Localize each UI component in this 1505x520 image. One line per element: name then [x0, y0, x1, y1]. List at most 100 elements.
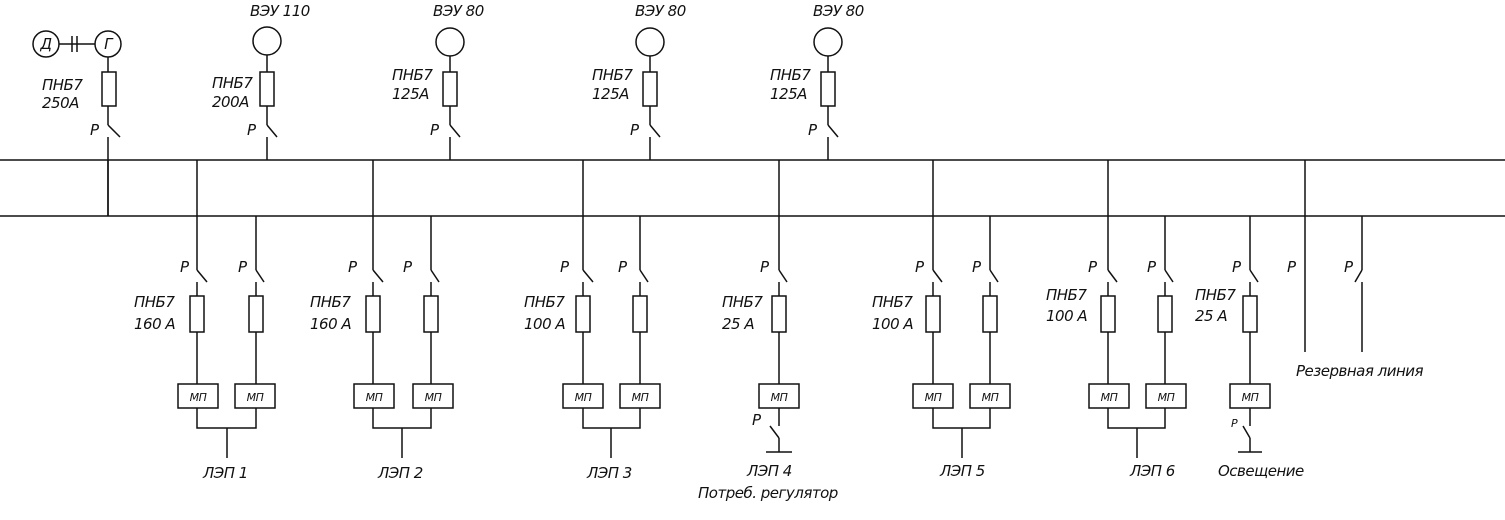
- feeder-lep-1: МП МП Р Р ПНБ7 160 А ЛЭП 1: [134, 216, 276, 482]
- fuse-label-line2: 100 А: [1046, 307, 1087, 325]
- fuse-symbol: [1100, 295, 1116, 333]
- line-label: ЛЭП 5: [939, 462, 985, 480]
- motor-starter-label: МП: [632, 391, 649, 404]
- source-wind-1: ВЭУ 110 ПНБ7 200А Р: [212, 2, 310, 160]
- fuse-label-line2: 125А: [392, 85, 429, 103]
- source-label: ВЭУ 80: [433, 2, 484, 20]
- fuse-label-line2: 200А: [212, 93, 249, 111]
- fuse-label-line2: 125А: [592, 85, 629, 103]
- switch-label: Р: [618, 258, 628, 276]
- fuse-symbol: [925, 295, 941, 333]
- switch-symbol: [778, 269, 788, 283]
- fuse-symbol: [820, 71, 836, 107]
- fuse-label-line1: ПНБ7: [872, 293, 913, 311]
- switch-label: Р: [1147, 258, 1157, 276]
- switch-symbol: [266, 124, 278, 138]
- fuse-symbol: [632, 295, 648, 333]
- fuse-symbol: [982, 295, 998, 333]
- fuse-label-line2: 100 А: [524, 315, 565, 333]
- bus-ties: [107, 160, 1306, 216]
- fuse-symbol: [248, 295, 264, 333]
- line-label: Освещение: [1218, 462, 1304, 480]
- motor-starter-label: МП: [247, 391, 264, 404]
- fuse-label-line2: 25 А: [1195, 307, 1227, 325]
- motor-starter-label: МП: [925, 391, 942, 404]
- feeder-lighting: МП Р Р ПНБ7 25 А Освещение: [1195, 216, 1305, 480]
- switch-label: Р: [180, 258, 190, 276]
- diesel-engine-label: Д: [39, 35, 52, 53]
- switch-label: Р: [90, 121, 100, 139]
- fuse-label-line2: 160 А: [134, 315, 175, 333]
- switch-label: Р: [247, 121, 257, 139]
- feeder-lep-5: МП МП Р Р ПНБ7 100 А ЛЭП 5: [872, 216, 1011, 480]
- switch-label: Р: [1287, 258, 1297, 276]
- switch-label: Р: [760, 258, 770, 276]
- source-diesel-generator: Д Г ПНБ7 250А Р: [32, 30, 122, 216]
- motor-starter-label: МП: [190, 391, 207, 404]
- feeder-lep-4: МП Р Р ПНБ7 25 А ЛЭП 4 Потреб. регулятор: [698, 216, 838, 502]
- line-label: ЛЭП 1: [202, 464, 248, 482]
- motor-starter-label: МП: [1158, 391, 1175, 404]
- switch-label-small: Р: [1231, 417, 1238, 430]
- fuse-label-line1: ПНБ7: [310, 293, 351, 311]
- fuse-label-line1: ПНБ7: [722, 293, 763, 311]
- switch-label: Р: [238, 258, 248, 276]
- line-label: ЛЭП 4: [746, 462, 792, 480]
- switch-label: Р: [915, 258, 925, 276]
- fuse-label-line1: ПНБ7: [392, 66, 433, 84]
- line-label: ЛЭП 6: [1129, 462, 1175, 480]
- fuse-symbol: [423, 295, 439, 333]
- switch-symbol: [989, 269, 999, 283]
- fuse-label-line1: ПНБ7: [212, 74, 253, 92]
- switch-label: Р: [972, 258, 982, 276]
- source-wind-4: ВЭУ 80 ПНБ7 125А Р: [770, 2, 864, 160]
- feeder-lep-3: МП МП Р Р ПНБ7 100 А ЛЭП 3: [524, 216, 661, 482]
- switch-symbol: [827, 124, 839, 138]
- wind-turbine-symbol: [813, 27, 843, 57]
- switch-symbol: [769, 425, 780, 439]
- fuse-label-line2: 100 А: [872, 315, 913, 333]
- motor-starter-label: МП: [1101, 391, 1118, 404]
- switch-label: Р: [1344, 258, 1354, 276]
- fuse-symbol: [442, 71, 458, 107]
- switch-label: Р: [752, 411, 762, 429]
- motor-starter-label: МП: [425, 391, 442, 404]
- fuse-label-line2: 160 А: [310, 315, 351, 333]
- feeder-lep-6: МП МП Р Р ПНБ7 100 А ЛЭП 6: [1046, 216, 1187, 480]
- switch-symbol: [107, 124, 121, 138]
- motor-starter-label: МП: [366, 391, 383, 404]
- wind-turbine-symbol: [252, 26, 282, 56]
- switch-symbol: [1107, 269, 1118, 283]
- switch-symbol: [639, 269, 649, 283]
- fuse-label-line1: ПНБ7: [134, 293, 175, 311]
- fuse-label-line1: ПНБ7: [1195, 286, 1236, 304]
- fuse-label-line1: ПНБ7: [1046, 286, 1087, 304]
- motor-starter-box: [177, 383, 219, 409]
- motor-starter-label: МП: [575, 391, 592, 404]
- fuse-symbol: [1157, 295, 1173, 333]
- fuse-label-line1: ПНБ7: [524, 293, 565, 311]
- motor-starter-box: [1088, 383, 1130, 409]
- fuse-symbol: [642, 71, 658, 107]
- switch-label: Р: [560, 258, 570, 276]
- switch-symbol: [649, 124, 661, 138]
- source-label: ВЭУ 80: [813, 2, 864, 20]
- fuse-label-line2: 125А: [770, 85, 807, 103]
- switch-symbol: [1242, 425, 1251, 439]
- switch-symbol: [932, 269, 943, 283]
- switch-label: Р: [1088, 258, 1098, 276]
- fuse-symbol: [365, 295, 381, 333]
- fuse-label-line2: 25 А: [722, 315, 754, 333]
- fuse-label-line2: 250А: [42, 94, 79, 112]
- source-wind-2: ВЭУ 80 ПНБ7 125А Р: [392, 2, 484, 160]
- line-label: ЛЭП 3: [586, 464, 632, 482]
- switch-label: Р: [1232, 258, 1242, 276]
- fuse-label-line1: ПНБ7: [592, 66, 633, 84]
- fuse-symbol: [575, 295, 591, 333]
- wind-turbine-symbol: [635, 27, 665, 57]
- switch-symbol: [1164, 269, 1174, 283]
- motor-starter-box: [234, 383, 276, 409]
- motor-starter-label: МП: [1242, 391, 1259, 404]
- source-label: ВЭУ 80: [635, 2, 686, 20]
- generator-label: Г: [104, 35, 114, 53]
